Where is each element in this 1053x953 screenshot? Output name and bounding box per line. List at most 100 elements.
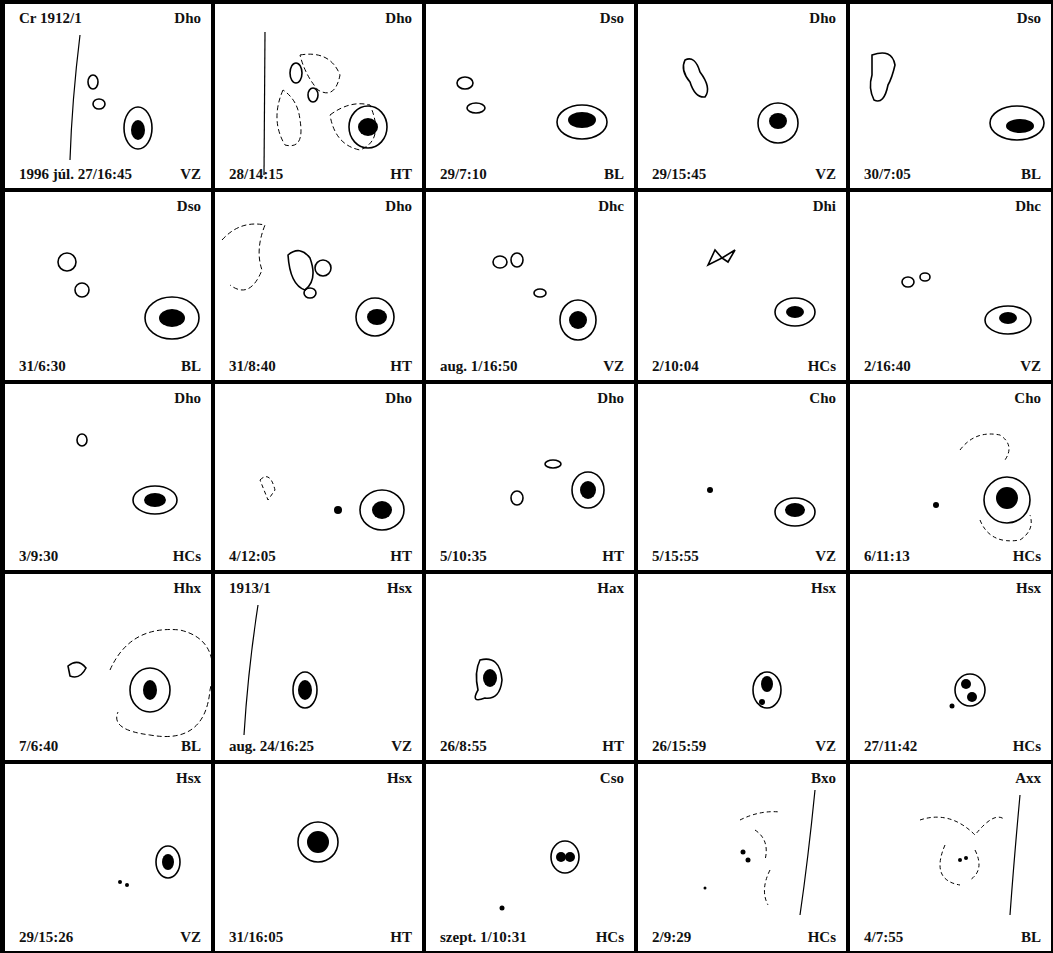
date-label: 29/15:26 <box>19 929 73 946</box>
date-label: 31/16:05 <box>229 929 283 946</box>
class-label: Hax <box>597 580 624 597</box>
class-label: Hsx <box>176 770 201 787</box>
sketch-panel: Dso 29/7:10 BL <box>424 0 636 190</box>
sketch-panel: Bxo 2/9:29 HCs <box>636 762 848 953</box>
date-label: 7/6:40 <box>19 738 58 755</box>
observer-label: BL <box>181 738 201 755</box>
observer-label: HCs <box>808 358 836 375</box>
sketch-panel: 1913/1 Hsx aug. 24/16:25 VZ <box>213 572 424 762</box>
class-label: Dso <box>177 198 201 215</box>
class-label: Dho <box>385 198 412 215</box>
date-label: 28/14:15 <box>229 166 283 183</box>
class-label: Cso <box>600 770 624 787</box>
class-label: Dho <box>385 390 412 407</box>
sketch-panel: Dho29/15:45VZ <box>636 0 848 190</box>
sketch-panel: Dhc aug. 1/16:50 VZ <box>424 190 636 382</box>
date-label: 3/9:30 <box>19 548 58 565</box>
date-label: aug. 1/16:50 <box>440 358 518 375</box>
class-label: Dhi <box>813 198 836 215</box>
observer-label: HCs <box>173 548 201 565</box>
sketch-panel: Dho 3/9:30 HCs <box>0 382 213 572</box>
observer-label: HCs <box>1013 548 1041 565</box>
sketch-panel: Hsx 26/15:59 VZ <box>636 572 848 762</box>
date-label: 4/7:55 <box>864 929 903 946</box>
observer-label: HT <box>602 548 624 565</box>
date-label: 2/16:40 <box>864 358 911 375</box>
sketch-panel: Cr 1912/1 Dho 1996 júl. 27/16:45 VZ <box>0 0 213 190</box>
sketch-panel: Cho 5/15:55 VZ <box>636 382 848 572</box>
date-label: 26/15:59 <box>652 738 706 755</box>
class-label: Axx <box>1015 770 1041 787</box>
sketch-panel: Dho 28/14:15 HT <box>213 0 424 190</box>
date-label: 29/7:10 <box>440 166 487 183</box>
class-label: Dho <box>597 390 624 407</box>
rotation-label: 1913/1 <box>229 580 271 597</box>
sketch-panel: Cho 6/11:13 HCs <box>848 382 1053 572</box>
sketch-panel: Dho 4/12:05 HT <box>213 382 424 572</box>
date-label: aug. 24/16:25 <box>229 738 314 755</box>
date-label: 26/8:55 <box>440 738 487 755</box>
observer-label: HT <box>390 929 412 946</box>
observer-label: HT <box>390 358 412 375</box>
date-label: 31/8:40 <box>229 358 276 375</box>
class-label: Hsx <box>811 580 836 597</box>
class-label: Dhc <box>598 198 624 215</box>
observer-label: HT <box>390 166 412 183</box>
class-label: Dho <box>174 390 201 407</box>
sketch-panel: Hsx 27/11:42 HCs <box>848 572 1053 762</box>
sketch-panel: Axx 4/7:55 BL <box>848 762 1053 953</box>
date-label: 2/10:04 <box>652 358 699 375</box>
class-label: Hsx <box>387 770 412 787</box>
observer-label: VZ <box>815 738 836 755</box>
class-label: Dho <box>174 10 201 27</box>
date-label: 27/11:42 <box>864 738 917 755</box>
observer-label: BL <box>1021 929 1041 946</box>
observer-label: HT <box>390 548 412 565</box>
rotation-label: Cr 1912/1 <box>19 10 82 27</box>
observer-label: VZ <box>1020 358 1041 375</box>
sketch-panel: Dso 30/7:05 BL <box>848 0 1053 190</box>
sketch-panel: Cso szept. 1/10:31 HCs <box>424 762 636 953</box>
sketch-panel: Dho 5/10:35 HT <box>424 382 636 572</box>
date-label: 31/6:30 <box>19 358 66 375</box>
observer-label: HCs <box>1013 738 1041 755</box>
sketch-panel: Hhx 7/6:40 BL <box>0 572 213 762</box>
observer-label: VZ <box>180 166 201 183</box>
sketch-panel: Dhc2/16:40VZ <box>848 190 1053 382</box>
class-label: Dho <box>809 10 836 27</box>
date-label: 6/11:13 <box>864 548 910 565</box>
observer-label: VZ <box>603 358 624 375</box>
date-label: 1996 júl. 27/16:45 <box>19 166 132 183</box>
observer-label: BL <box>604 166 624 183</box>
observer-label: HCs <box>808 929 836 946</box>
observer-label: VZ <box>815 166 836 183</box>
class-label: Dho <box>385 10 412 27</box>
observer-label: BL <box>1021 166 1041 183</box>
sketch-panel: Hax 26/8:55 HT <box>424 572 636 762</box>
observer-label: VZ <box>180 929 201 946</box>
class-label: Cho <box>809 390 836 407</box>
observer-label: VZ <box>391 738 412 755</box>
class-label: Bxo <box>811 770 836 787</box>
class-label: Dso <box>600 10 624 27</box>
sketch-panel: Dho 31/8:40 HT <box>213 190 424 382</box>
observer-label: HCs <box>596 929 624 946</box>
sketch-panel: Hsx 29/15:26 VZ <box>0 762 213 953</box>
observer-label: BL <box>181 358 201 375</box>
sketch-panel: Dso 31/6:30 BL <box>0 190 213 382</box>
date-label: 2/9:29 <box>652 929 691 946</box>
date-label: 4/12:05 <box>229 548 276 565</box>
class-label: Cho <box>1014 390 1041 407</box>
class-label: Hsx <box>1016 580 1041 597</box>
observer-label: HT <box>602 738 624 755</box>
date-label: 30/7:05 <box>864 166 911 183</box>
class-label: Hsx <box>387 580 412 597</box>
date-label: 5/15:55 <box>652 548 699 565</box>
date-label: 5/10:35 <box>440 548 487 565</box>
date-label: szept. 1/10:31 <box>440 929 527 946</box>
class-label: Dso <box>1017 10 1041 27</box>
observer-label: VZ <box>815 548 836 565</box>
sketch-panel: Dhi 2/10:04 HCs <box>636 190 848 382</box>
class-label: Hhx <box>173 580 201 597</box>
